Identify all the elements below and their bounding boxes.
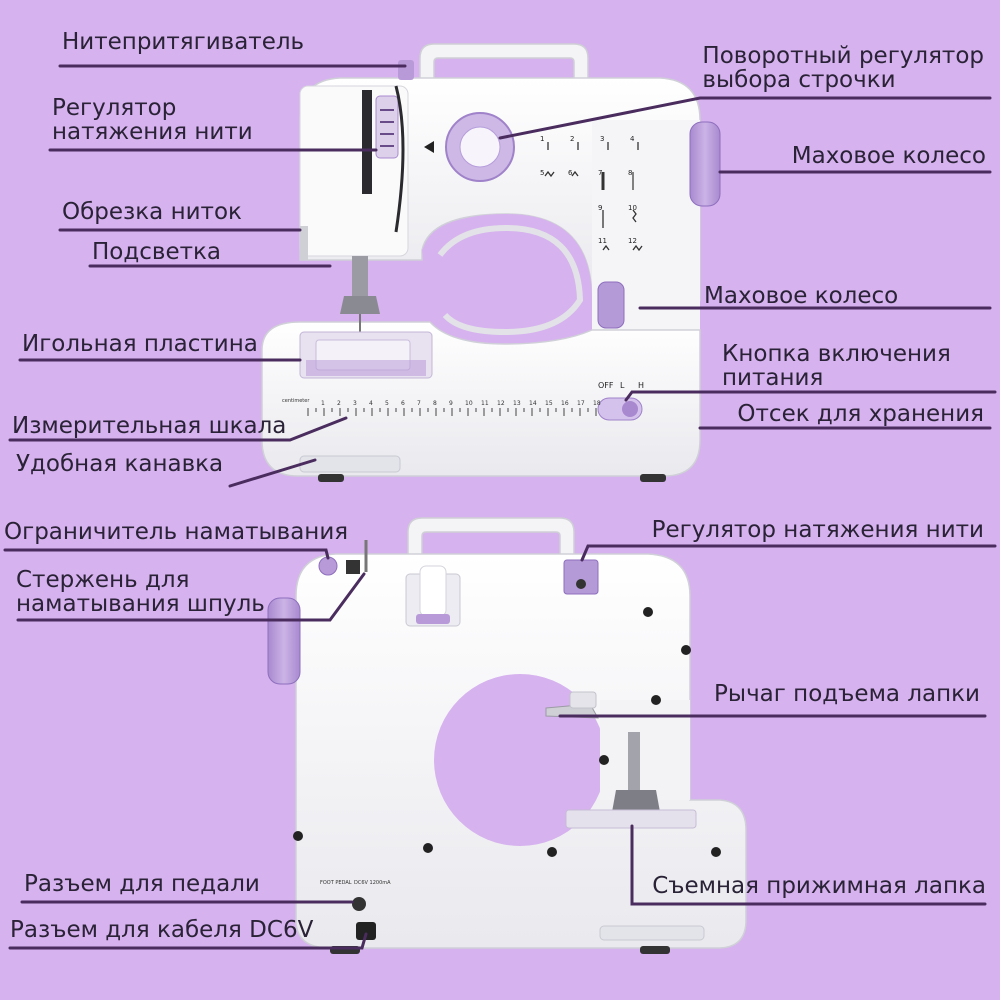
back-presser-foot [612, 790, 660, 812]
ruler-tick-label: 4 [369, 400, 373, 407]
front-handwheel [689, 121, 721, 207]
leader-stitch-dial [498, 96, 992, 140]
label-backlight: Подсветка [92, 239, 222, 265]
label-bobbin-spindle-line1: Стержень для [16, 567, 190, 593]
stitch-number: 5 [540, 169, 544, 177]
label-convenient-groove: Удобная канавка [16, 451, 224, 477]
label-power-button-line2: питания [722, 365, 824, 391]
label-measuring-scale: Измерительная шкала [12, 413, 287, 439]
ruler-tick-label: 7 [417, 400, 421, 407]
ruler-tick-label: 8 [433, 400, 437, 407]
label-handwheel: Маховое колесо [791, 143, 986, 169]
dc-rating-text: DC6V 1200mA [354, 880, 391, 886]
ruler-tick-label: 14 [529, 400, 537, 407]
label-tension-regulator-line1: Регулятор [52, 95, 177, 121]
stitch-number: 8 [628, 169, 632, 177]
label-back-tension-regulator: Регулятор натяжения нити [651, 517, 984, 543]
ruler-tick-label: 5 [385, 400, 389, 407]
ruler-unit-text: centimeter [282, 398, 310, 404]
front-arm-cavity [422, 214, 592, 344]
ruler-tick-label: 11 [481, 400, 489, 407]
switch-off-text: OFF [598, 381, 614, 390]
ruler-tick-label: 17 [577, 400, 585, 407]
label-pedal-socket: Разъем для педали [24, 871, 260, 897]
stitch-chart [544, 142, 643, 252]
ruler-tick-label: 10 [465, 400, 473, 407]
stitch-number: 1 [540, 135, 544, 143]
ruler-tick-label: 12 [497, 400, 505, 407]
foot-pedal-text: FOOT PEDAL [320, 880, 352, 886]
ruler-tick-label: 3 [353, 400, 357, 407]
front-handle [419, 43, 589, 81]
label-handwheel-2: Маховое колесо [704, 283, 899, 309]
ruler-tick-label: 1 [321, 400, 325, 407]
label-dc-socket: Разъем для кабеля DC6V [10, 917, 314, 943]
label-thread-take-up: Нитепритягиватель [62, 29, 305, 55]
label-storage: Отсек для хранения [737, 401, 984, 427]
back-dc-socket [356, 922, 376, 940]
ruler-tick-label: 2 [337, 400, 341, 407]
stitch-number: 4 [630, 135, 635, 143]
back-winding-limiter [318, 556, 338, 576]
label-winding-limiter: Ограничитель наматывания [4, 519, 349, 545]
leader-winding-limiter [3, 548, 330, 560]
ruler-tick-label: 13 [513, 400, 521, 407]
label-stitch-dial-line2: выбора строчки [702, 67, 896, 93]
label-bobbin-spindle-line2: наматывания шпуль [16, 591, 265, 617]
label-thread-cutter: Обрезка ниток [62, 199, 242, 225]
label-presser-foot: Съемная прижимная лапка [652, 873, 986, 899]
stitch-number: 2 [570, 135, 574, 143]
front-tension-dial [375, 95, 399, 159]
back-thread-spool [419, 565, 447, 617]
back-handwheel [267, 597, 301, 685]
leader-back-tension [580, 544, 997, 562]
stitch-number: 6 [568, 169, 573, 177]
back-needle-bar [628, 732, 640, 792]
label-power-button-line1: Кнопка включения [722, 341, 951, 367]
ruler-tick-label: 15 [545, 400, 553, 407]
leader-presser-foot [630, 824, 987, 906]
ruler-tick-label: 18 [593, 400, 601, 407]
front-needle-bar [352, 256, 368, 306]
front-groove [299, 455, 401, 473]
stitch-number: 12 [628, 237, 637, 245]
stitch-number: 9 [598, 204, 602, 212]
leader-power-button [624, 390, 997, 402]
label-stitch-dial-line1: Поворотный регулятор [702, 43, 984, 69]
ruler-tick-label: 6 [401, 400, 405, 407]
front-take-up-knob [398, 60, 414, 80]
label-power-button: Кнопка включения питания [722, 342, 951, 390]
stitch-number: 10 [628, 204, 637, 212]
leader-dc-socket [8, 932, 368, 950]
stitch-number: 7 [598, 169, 602, 177]
leader-measuring-scale [8, 416, 348, 442]
ruler-tick-label: 9 [449, 400, 453, 407]
label-needle-plate: Игольная пластина [22, 331, 258, 357]
switch-h-text: H [638, 381, 644, 390]
label-presser-lever: Рычаг подъема лапки [714, 681, 980, 707]
label-bobbin-spindle: Стержень для наматывания шпуль [16, 568, 265, 616]
ruler-tick-label: 16 [561, 400, 569, 407]
stitch-number: 11 [598, 237, 607, 245]
front-reverse-lever [597, 281, 625, 329]
leader-groove [228, 458, 317, 488]
leader-bobbin-spindle [16, 572, 366, 622]
switch-l-text: L [620, 381, 625, 390]
stitch-number: 3 [600, 135, 604, 143]
label-tension-regulator: Регулятор натяжения нити [52, 96, 253, 144]
leader-lines [3, 64, 997, 950]
label-tension-regulator-line2: натяжения нити [52, 119, 253, 145]
label-stitch-dial: Поворотный регулятор выбора строчки [702, 44, 984, 92]
back-pedal-socket [352, 897, 366, 911]
